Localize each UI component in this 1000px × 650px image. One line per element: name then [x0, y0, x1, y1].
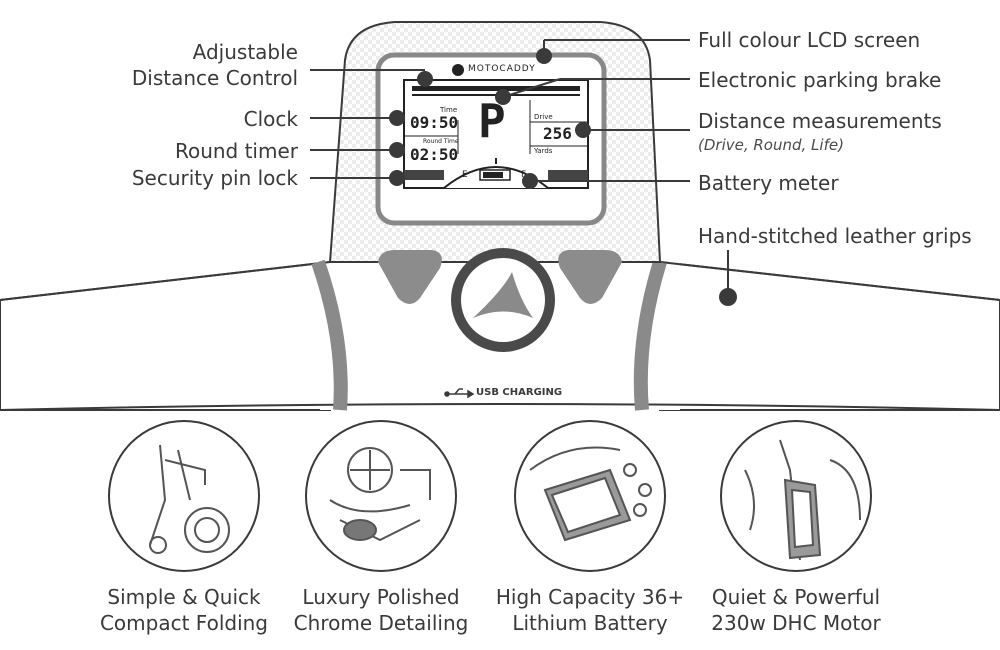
motocaddy-dial-logo	[473, 272, 533, 318]
feature-3-line1: High Capacity 36+	[495, 585, 685, 609]
feature-2-line2: Chrome Detailing	[293, 611, 469, 635]
callout-leather-grips: Hand-stitched leather grips	[698, 224, 972, 248]
feature-2-line1: Luxury Polished	[302, 585, 460, 609]
lcd-battery-f: F	[521, 170, 527, 180]
feature-caption-2: Luxury Polished Chrome Detailing	[281, 584, 481, 636]
lcd-time-label: Time	[440, 106, 458, 114]
motocaddy-logo-icon	[452, 64, 464, 76]
dhc-motor-icon	[744, 439, 861, 561]
lcd-time-value: 09:50	[410, 113, 459, 132]
callout-battery-meter: Battery meter	[698, 171, 839, 195]
callout-clock: Clock	[243, 107, 298, 131]
callout-security-pin: Security pin lock	[131, 166, 298, 190]
lcd-yards-label: Yards	[534, 147, 553, 155]
callout-adjustable-line1: Adjustable	[192, 40, 298, 64]
chrome-wheel-icon	[329, 447, 431, 542]
feature-1-line1: Simple & Quick	[107, 585, 261, 609]
lcd-round-value: 02:50	[410, 145, 459, 164]
feature-circle-2	[305, 420, 457, 572]
folding-trolley-icon	[149, 444, 230, 554]
left-arrow-button	[378, 250, 442, 304]
callout-distance-measurements: Distance measurements	[698, 109, 942, 133]
lcd-brand-text: MOTOCADDY	[468, 64, 536, 74]
usb-icon	[444, 388, 475, 399]
lcd-round-label: Round Time	[423, 138, 459, 145]
lithium-battery-icon	[529, 446, 652, 542]
callout-adjustable-line2: Distance Control	[131, 66, 298, 90]
usb-charging-label: USB CHARGING	[476, 387, 563, 398]
callout-distance-sub: (Drive, Round, Life)	[698, 136, 844, 154]
callout-round-timer: Round timer	[174, 139, 298, 163]
feature-caption-4: Quiet & Powerful 230w DHC Motor	[696, 584, 896, 636]
lcd-drive-value: 256	[543, 124, 572, 143]
feature-caption-1: Simple & Quick Compact Folding	[84, 584, 284, 636]
lcd-brand-logo: MOTOCADDY	[452, 64, 535, 78]
lcd-drive-label: Drive	[534, 113, 553, 121]
callout-lcd-screen: Full colour LCD screen	[698, 28, 921, 52]
right-arrow-button	[558, 250, 622, 304]
feature-3-line2: Lithium Battery	[512, 611, 668, 635]
lcd-battery-e: E	[462, 170, 468, 180]
lcd-mode-letter: P	[478, 94, 506, 148]
feature-4-line1: Quiet & Powerful	[711, 585, 881, 609]
right-grip-band	[633, 259, 667, 411]
feature-4-line2: 230w DHC Motor	[711, 611, 881, 635]
feature-1-line2: Compact Folding	[99, 611, 269, 635]
feature-circle-1	[108, 420, 260, 572]
left-grip-band	[311, 259, 348, 411]
callout-parking-brake: Electronic parking brake	[698, 68, 942, 92]
handle-bar	[0, 260, 331, 411]
feature-caption-3: High Capacity 36+ Lithium Battery	[490, 584, 690, 636]
